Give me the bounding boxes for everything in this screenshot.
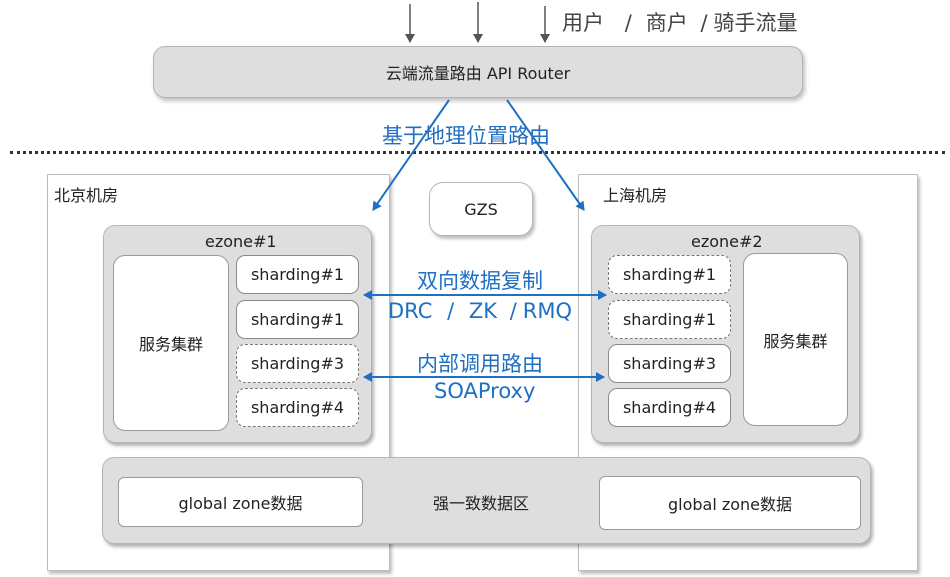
shard-label: sharding#1 xyxy=(250,265,345,284)
traffic-separator: / xyxy=(624,11,632,35)
beijing-shard-1[interactable]: sharding#1 xyxy=(236,255,359,294)
traffic-users: 用户 xyxy=(562,11,604,35)
geo-routing-label: 基于地理位置路由 xyxy=(382,124,550,148)
replication-drc: DRC xyxy=(388,299,433,323)
internal-routing-subtitle: SOAProxy xyxy=(434,379,536,403)
beijing-shard-2[interactable]: sharding#1 xyxy=(236,300,359,339)
shanghai-shard-3[interactable]: sharding#3 xyxy=(608,344,731,383)
geo-arrow-shanghai xyxy=(506,99,585,211)
shard-label: sharding#4 xyxy=(622,398,717,417)
shanghai-room-label: 上海机房 xyxy=(603,186,668,205)
gzs-box[interactable]: GZS xyxy=(429,182,533,236)
api-router[interactable]: 云端流量路由 API Router xyxy=(153,46,803,98)
shard-label: sharding#1 xyxy=(622,310,717,329)
replication-rmq: RMQ xyxy=(522,299,573,323)
global-zone-data-right[interactable]: global zone数据 xyxy=(599,476,861,530)
replication-zk: ZK xyxy=(468,299,498,323)
replication-separator: / xyxy=(447,299,455,323)
geo-arrow-beijing xyxy=(372,99,450,211)
replication-title: 双向数据复制 xyxy=(417,269,543,293)
traffic-separator: / xyxy=(700,11,708,35)
beijing-room-label: 北京机房 xyxy=(54,186,119,205)
global-zone-data-left[interactable]: global zone数据 xyxy=(118,477,363,527)
shanghai-service-cluster[interactable]: 服务集群 xyxy=(743,253,848,426)
api-router-label: 云端流量路由 API Router xyxy=(385,64,571,83)
shard-label: sharding#3 xyxy=(622,354,717,373)
shard-label: sharding#4 xyxy=(250,398,345,417)
traffic-riders: 骑手流量 xyxy=(713,11,798,35)
shard-label: sharding#3 xyxy=(250,354,345,373)
global-zone-label: global zone数据 xyxy=(667,495,793,514)
shard-label: sharding#1 xyxy=(622,265,717,284)
beijing-shard-4[interactable]: sharding#4 xyxy=(236,388,359,427)
traffic-label: 用户 /商户 /骑手流量 xyxy=(562,7,798,37)
ezone-2-label: ezone#2 xyxy=(691,232,763,251)
traffic-merchants: 商户 xyxy=(645,11,688,35)
strong-consistency-label: 强一致数据区 xyxy=(433,494,530,513)
replication-methods: DRC / ZK /RMQ xyxy=(388,299,572,323)
service-cluster-label: 服务集群 xyxy=(763,331,828,351)
ezone-1-label: ezone#1 xyxy=(205,232,277,251)
replication-separator: / xyxy=(509,299,517,323)
shanghai-shard-4[interactable]: sharding#4 xyxy=(608,388,731,427)
beijing-service-cluster[interactable]: 服务集群 xyxy=(113,255,229,431)
service-cluster-label: 服务集群 xyxy=(138,335,203,354)
global-zone-label: global zone数据 xyxy=(178,494,303,513)
shanghai-shard-2[interactable]: sharding#1 xyxy=(608,300,731,339)
gzs-label: GZS xyxy=(464,199,498,219)
shard-label: sharding#1 xyxy=(250,310,345,329)
beijing-shard-3[interactable]: sharding#3 xyxy=(236,344,359,383)
shanghai-shard-1[interactable]: sharding#1 xyxy=(608,255,731,294)
cloud-divider xyxy=(10,151,945,154)
